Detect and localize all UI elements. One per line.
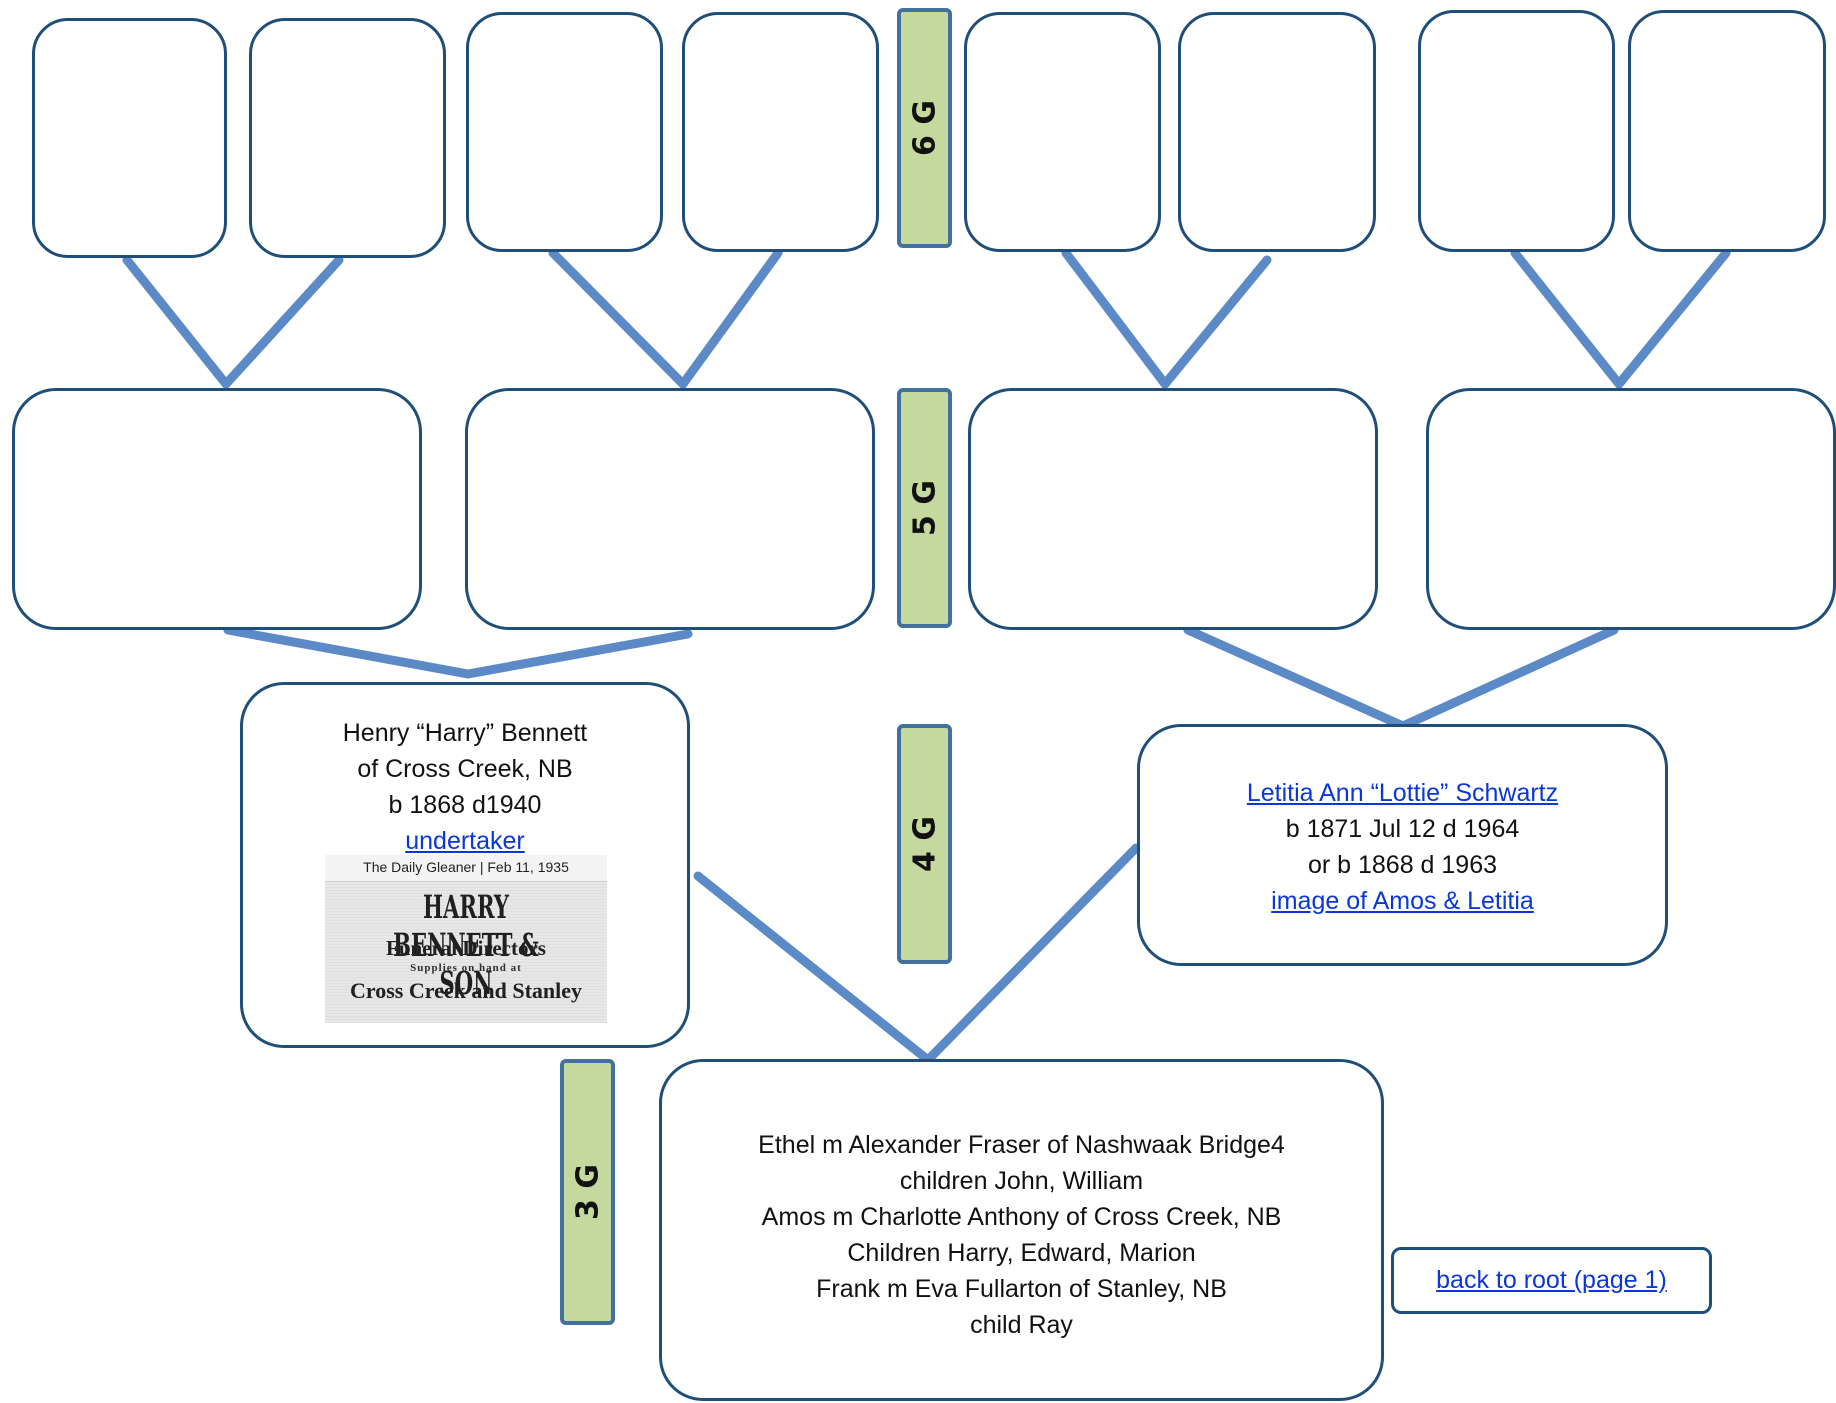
children-box: Ethel m Alexander Fraser of Nashwaak Bri… — [659, 1059, 1384, 1401]
generation-label-4g: 4 G — [897, 724, 952, 964]
ancestor-box-5g — [12, 388, 422, 630]
ancestor-box-5g — [1426, 388, 1836, 630]
clipping-line: Cross Creek and Stanley — [349, 978, 583, 1003]
connector-line — [1614, 248, 1731, 389]
child-line: Children Harry, Edward, Marion — [847, 1239, 1196, 1267]
back-to-root-box: back to root (page 1) — [1391, 1247, 1712, 1314]
clipping-headline: HARRY BENNETT & SON — [393, 888, 539, 1002]
back-to-root-link[interactable]: back to root (page 1) — [1436, 1266, 1667, 1294]
connector-line — [122, 255, 231, 389]
child-line: children John, William — [899, 1167, 1144, 1195]
ancestor-box-6g — [1418, 10, 1615, 252]
connector-line — [221, 255, 344, 389]
ancestor-box-6g — [964, 12, 1161, 252]
connector-line — [1183, 625, 1408, 731]
connector-line — [463, 629, 693, 679]
child-line: Ethel m Alexander Fraser of Nashwaak Bri… — [758, 1131, 1285, 1159]
mother-alt-dates: or b 1868 d 1963 — [1307, 851, 1498, 879]
connector-line — [923, 843, 1141, 1065]
ancestor-box-5g — [465, 388, 875, 630]
father-box: Henry “Harry” Bennett of Cross Creek, NB… — [240, 682, 690, 1048]
generation-label-3g: 3 G — [560, 1059, 615, 1325]
connector-line — [223, 625, 473, 679]
child-line: Frank m Eva Fullarton of Stanley, NB — [816, 1275, 1227, 1303]
newspaper-clipping: The Daily Gleaner | Feb 11, 1935 HARRY B… — [325, 855, 607, 1023]
connector-line — [678, 248, 783, 389]
clipping-line: Funeral Directors — [386, 936, 546, 960]
generation-label-6g: 6 G — [897, 8, 952, 248]
ancestor-box-6g — [1628, 10, 1826, 252]
clipping-ad: HARRY BENNETT & SON Funeral Directors Su… — [325, 881, 607, 1023]
connector-line — [1510, 248, 1624, 389]
father-dates: b 1868 d1940 — [388, 791, 542, 819]
father-name: Henry “Harry” Bennett — [342, 719, 588, 747]
connector-line — [1061, 248, 1170, 389]
ancestor-box-6g — [32, 18, 227, 258]
ancestor-box-6g — [249, 18, 446, 258]
child-line: Amos m Charlotte Anthony of Cross Creek,… — [761, 1203, 1282, 1231]
ancestor-box-5g — [968, 388, 1378, 630]
father-place: of Cross Creek, NB — [357, 755, 573, 783]
clipping-line: Supplies on hand at — [410, 962, 522, 974]
connector-line — [1398, 625, 1619, 731]
connector-line — [1160, 255, 1272, 389]
clipping-source: The Daily Gleaner | Feb 11, 1935 — [363, 859, 569, 875]
undertaker-link[interactable]: undertaker — [405, 827, 525, 855]
mother-box: Letitia Ann “Lottie” Schwartz b 1871 Jul… — [1137, 724, 1668, 966]
mother-dates: b 1871 Jul 12 d 1964 — [1285, 815, 1520, 843]
ancestor-box-6g — [682, 12, 879, 252]
image-link[interactable]: image of Amos & Letitia — [1271, 887, 1534, 915]
ancestor-box-6g — [466, 12, 663, 252]
child-line: child Ray — [970, 1311, 1073, 1339]
connector-line — [548, 248, 688, 389]
mother-name-link[interactable]: Letitia Ann “Lottie” Schwartz — [1246, 779, 1559, 807]
ancestor-box-6g — [1178, 12, 1376, 252]
generation-label-5g: 5 G — [897, 388, 952, 628]
connector-line — [693, 871, 933, 1065]
